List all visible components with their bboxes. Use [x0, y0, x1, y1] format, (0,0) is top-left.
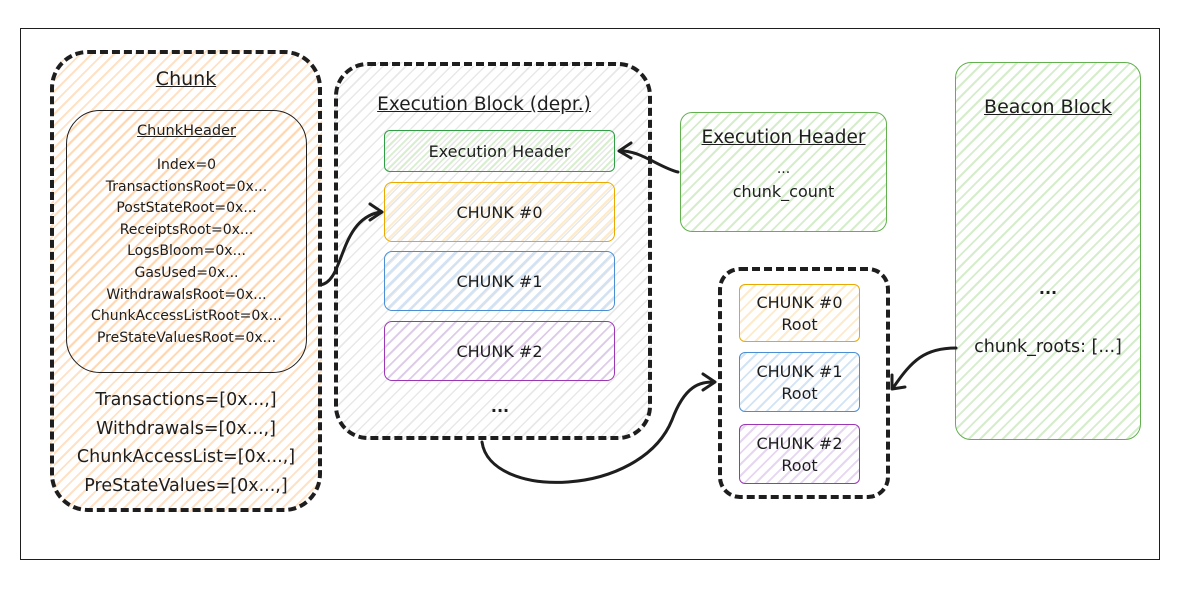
- chunk-body-field: PreStateValues=[0x...,]: [84, 475, 288, 496]
- arrowhead-icon: [701, 372, 717, 392]
- chunk-header-field: GasUsed=0x...: [134, 264, 239, 281]
- chunk-body-field: Transactions=[0x...,]: [95, 390, 277, 410]
- chunk-header-field: TransactionsRoot=0x...: [105, 178, 268, 195]
- execution-chunk-1: CHUNK #1: [384, 251, 615, 311]
- chunk-root-sub: Root: [781, 455, 818, 475]
- execution-header-title: Execution Header: [701, 127, 866, 148]
- arrowhead-icon: [890, 373, 907, 391]
- beacon-block-ellipsis: ...: [1038, 278, 1058, 298]
- chunk-root-label: CHUNK #2: [756, 433, 843, 453]
- chunk-header-field: PostStateRoot=0x...: [116, 200, 257, 217]
- chunk-root-label: CHUNK #1: [756, 361, 843, 381]
- execution-block-ellipsis: ...: [490, 396, 510, 416]
- diagram-frame: [20, 28, 1160, 560]
- execution-header-chunk-count: chunk_count: [732, 182, 835, 201]
- execution-header-ellipsis: ...: [776, 161, 791, 177]
- execution-block-title: Execution Block (depr.): [377, 94, 591, 115]
- chunk-header-field: WithdrawalsRoot=0x...: [106, 286, 267, 303]
- chunk-header-field: ChunkAccessListRoot=0x...: [91, 308, 282, 325]
- beacon-block-chunk-roots: chunk_roots: [...]: [974, 337, 1122, 357]
- chunk-header-box: ChunkHeader Index=0 TransactionsRoot=0x.…: [66, 110, 307, 373]
- beacon-block-box: [955, 62, 1141, 440]
- beacon-block-title: Beacon Block: [984, 96, 1112, 118]
- arrow-execution-block-to-roots: [480, 380, 716, 484]
- execution-chunk-2: CHUNK #2: [384, 321, 615, 381]
- chunk-header-field: ReceiptsRoot=0x...: [119, 221, 254, 238]
- chunk-root-1: CHUNK #1 Root: [739, 352, 860, 412]
- chunk-root-sub: Root: [781, 383, 818, 403]
- execution-block-header: Execution Header: [384, 130, 615, 172]
- chunk-root-sub: Root: [781, 314, 818, 334]
- execution-chunk-0: CHUNK #0: [384, 182, 615, 242]
- execution-header-box: Execution Header ... chunk_count: [680, 112, 887, 232]
- chunk-body: Transactions=[0x...,] Withdrawals=[0x...…: [50, 386, 322, 500]
- chunk-root-0: CHUNK #0 Root: [739, 284, 860, 342]
- chunk-header-title: ChunkHeader: [137, 123, 236, 139]
- chunk-title: Chunk: [155, 68, 217, 90]
- arrow-beacon-to-roots: [891, 346, 958, 390]
- arrowhead-icon: [617, 141, 633, 160]
- arrow-header-to-execution-header: [618, 149, 680, 174]
- chunk-header-field: PreStateValuesRoot=0x...: [96, 329, 277, 346]
- chunk-body-field: ChunkAccessList=[0x...,]: [76, 447, 296, 467]
- chunk-header-field: LogsBloom=0x...: [127, 243, 246, 260]
- chunk-root-label: CHUNK #0: [756, 292, 843, 312]
- chunk-header-field: Index=0: [156, 157, 217, 173]
- chunk-body-field: Withdrawals=[0x...,]: [96, 418, 276, 439]
- arrow-chunk-to-execution-chunk: [318, 210, 382, 287]
- arrowhead-icon: [368, 202, 384, 222]
- chunk-root-2: CHUNK #2 Root: [739, 424, 860, 484]
